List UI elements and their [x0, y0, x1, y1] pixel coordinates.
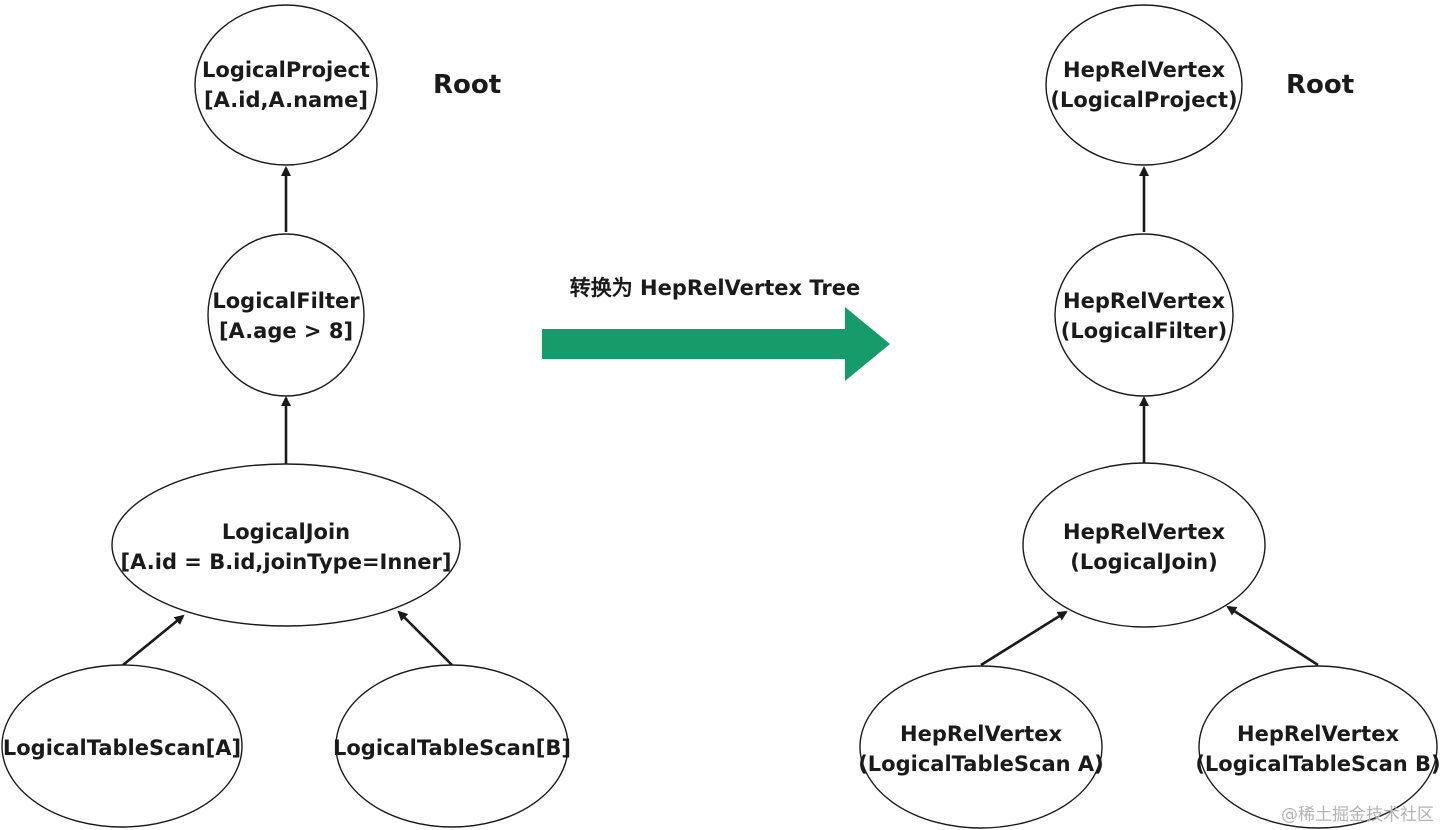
right-node-scan-a-line1: HepRelVertex [900, 722, 1062, 746]
right-edge-scan-b-to-join [1226, 605, 1319, 667]
left-node-logical-project: LogicalProject [A.id,A.name] [194, 4, 378, 166]
right-node-scan-b-line1: HepRelVertex [1237, 722, 1399, 746]
right-node-join-vertex: HepRelVertex (LogicalJoin) [1022, 462, 1266, 628]
right-node-filter-line2: (LogicalFilter) [1061, 319, 1227, 343]
right-tree: HepRelVertex (LogicalProject) Root HepRe… [858, 4, 1440, 829]
transform-caption: 转换为 HepRelVertex Tree [570, 276, 860, 300]
right-node-scan-a-vertex: HepRelVertex (LogicalTableScan A) [858, 665, 1104, 829]
left-node-filter-line1: LogicalFilter [212, 289, 360, 313]
right-node-filter-vertex: HepRelVertex (LogicalFilter) [1054, 233, 1234, 397]
left-root-label: Root [433, 70, 501, 100]
right-node-filter-line1: HepRelVertex [1063, 289, 1225, 313]
left-edge-scan-b-to-join [397, 610, 453, 666]
left-node-filter-line2: [A.age > 8] [219, 319, 353, 343]
right-node-scan-a-line2: (LogicalTableScan A) [858, 752, 1104, 776]
left-node-join-line1: LogicalJoin [222, 520, 350, 544]
left-node-table-scan-b: LogicalTableScan[B] [333, 664, 571, 828]
left-node-project-line1: LogicalProject [202, 58, 370, 82]
right-node-join-line2: (LogicalJoin) [1070, 550, 1217, 574]
transform-arrow-icon [542, 307, 890, 381]
right-node-project-line1: HepRelVertex [1063, 58, 1225, 82]
left-node-project-line2: [A.id,A.name] [204, 88, 368, 112]
right-node-project-line2: (LogicalProject) [1050, 88, 1237, 112]
right-node-scan-b-vertex: HepRelVertex (LogicalTableScan B) [1195, 665, 1440, 829]
left-node-logical-filter: LogicalFilter [A.age > 8] [207, 233, 365, 397]
right-node-project-vertex: HepRelVertex (LogicalProject) [1045, 4, 1243, 166]
left-node-logical-join: LogicalJoin [A.id = B.id,joinType=Inner] [111, 463, 461, 627]
watermark-text: @稀土掘金技术社区 [1281, 805, 1434, 825]
left-node-scan-b-line1: LogicalTableScan[B] [333, 736, 571, 760]
left-tree: LogicalProject [A.id,A.name] Root Logica… [1, 4, 571, 828]
left-node-join-line2: [A.id = B.id,joinType=Inner] [121, 550, 452, 574]
left-node-scan-a-line1: LogicalTableScan[A] [3, 736, 241, 760]
left-node-table-scan-a: LogicalTableScan[A] [1, 664, 243, 828]
transform-section: 转换为 HepRelVertex Tree [542, 276, 890, 381]
right-edge-scan-a-to-join [980, 610, 1068, 667]
right-node-scan-b-line2: (LogicalTableScan B) [1195, 752, 1440, 776]
right-root-label: Root [1286, 70, 1354, 100]
right-node-join-line1: HepRelVertex [1063, 520, 1225, 544]
left-edge-scan-a-to-join [122, 614, 185, 667]
